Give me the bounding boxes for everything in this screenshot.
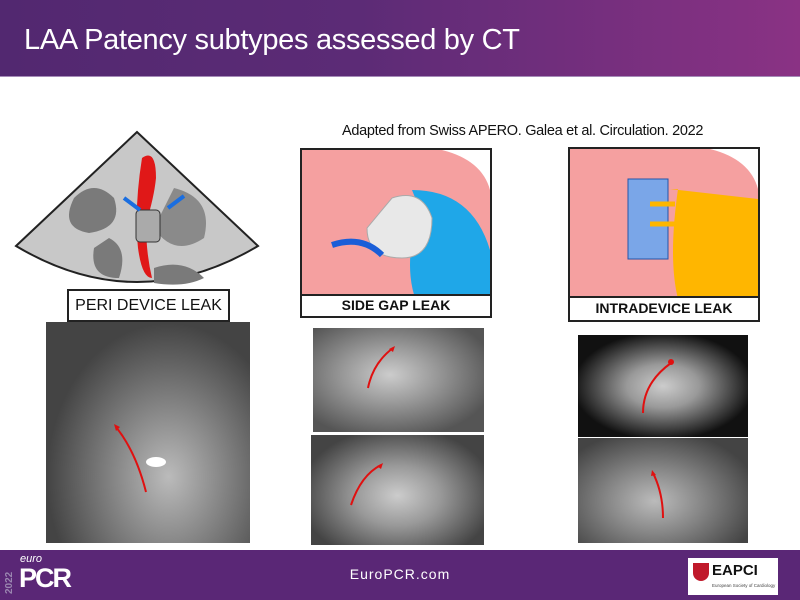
citation: Adapted from Swiss APERO. Galea et al. C… <box>342 123 704 139</box>
intradevice-leak-label: INTRADEVICE LEAK <box>570 296 758 320</box>
side-gap-leak-label: SIDE GAP LEAK <box>302 294 490 316</box>
ct-image-peri-device <box>46 322 250 543</box>
echo-image <box>14 130 260 285</box>
slide-title: LAA Patency subtypes assessed by CT <box>24 24 520 56</box>
logo-euro: euro <box>20 553 43 565</box>
ct-image-side-gap-1 <box>313 328 484 432</box>
title-banner <box>0 0 800 77</box>
ct-image-intradevice-1 <box>578 335 748 437</box>
eapci-logo: EAPCI European Society of Cardiology <box>688 558 778 595</box>
eapci-text: EAPCI <box>712 562 758 579</box>
footer <box>0 550 800 600</box>
peri-device-leak-label: PERI DEVICE LEAK <box>67 289 230 322</box>
heart-icon <box>693 563 709 581</box>
website-link[interactable]: EuroPCR.com <box>349 566 451 582</box>
esc-text: European Society of Cardiology <box>712 583 776 588</box>
intradevice-illustration: INTRADEVICE LEAK <box>568 147 760 322</box>
logo-pcr: PCR <box>19 563 72 593</box>
ct-image-side-gap-2 <box>311 435 484 545</box>
side-gap-illustration: SIDE GAP LEAK <box>300 148 492 318</box>
ct-image-intradevice-2 <box>578 438 748 543</box>
